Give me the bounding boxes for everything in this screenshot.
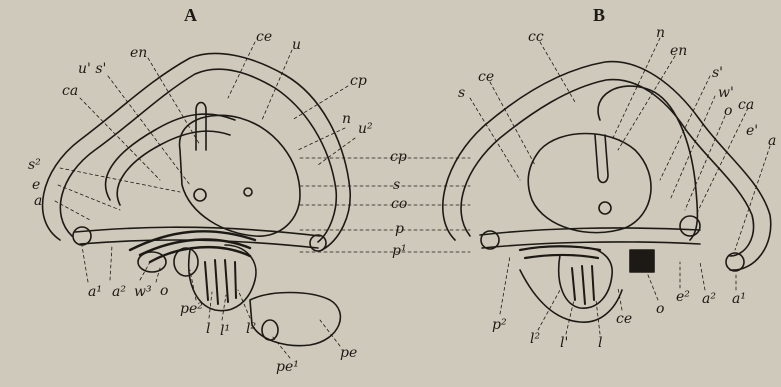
label-a-l1: l¹ [220, 324, 230, 338]
figure-a-ampulla-mid [194, 189, 206, 201]
label-a-u: u [292, 38, 301, 52]
figure-a-leader-lines [55, 42, 355, 358]
label-b-p2: p² [492, 318, 507, 332]
label-b-n: n [656, 26, 665, 40]
label-b-cc: cc [528, 30, 544, 44]
label-b-l2: l² [530, 332, 540, 346]
label-b-o: o [724, 104, 732, 118]
label-a-pe1: pe¹ [276, 360, 299, 374]
label-a-e: e [32, 178, 40, 192]
figure-b-leader-lines [470, 38, 770, 334]
label-b-a2: a² [702, 292, 716, 306]
label-b-s: s [458, 86, 465, 100]
label-a-a1: a¹ [88, 285, 102, 299]
label-a-en: en [130, 46, 147, 60]
figure-a-utricle [180, 115, 300, 236]
figure-b-ampulla-mid [599, 202, 611, 214]
label-a-pe: pe [340, 346, 357, 360]
label-b-e1: e' [746, 124, 758, 138]
figure-a-outer-canal [43, 53, 351, 250]
figure-a-cochlea-lines [205, 260, 236, 304]
label-a-w3: w³ [134, 285, 152, 299]
figure-b-right-canal [598, 86, 697, 240]
figure-a-pouch [250, 293, 340, 346]
label-b-l1: l' [560, 336, 568, 350]
label-b-w1: w' [718, 86, 734, 100]
label-b-a1: a¹ [732, 292, 746, 306]
label-mid-p1: p¹ [392, 244, 407, 258]
label-b-s1: s' [712, 66, 723, 80]
label-mid-co: co [391, 197, 407, 211]
figure-b-horizontal-canal-2 [482, 242, 700, 248]
label-b-ce: ce [478, 70, 494, 84]
figure-a-ampulla-left [73, 227, 91, 245]
label-a-a2: a² [112, 285, 126, 299]
figure-b-horizontal-canal [480, 228, 700, 235]
figure-a-endolymph-duct [196, 103, 206, 151]
label-a-ca: ca [62, 84, 78, 98]
shared-leader-lines [300, 158, 470, 252]
label-b-a: a [768, 134, 776, 148]
figure-b-cochlea-lines [572, 266, 594, 304]
label-b-o2: o [656, 302, 664, 316]
label-a-s2: s² [28, 158, 41, 172]
figure-b-utricle [528, 134, 651, 233]
label-a-u2: u² [358, 122, 373, 136]
label-b-ca: ca [738, 98, 754, 112]
figure-a-round-window [174, 248, 198, 276]
label-b-l: l [598, 336, 602, 350]
label-mid-s: s [393, 178, 400, 192]
label-a-pe2: pe² [180, 302, 203, 316]
figure-b-endolymph-duct [595, 135, 608, 183]
label-b-e2: e² [676, 290, 690, 304]
figure-a-inner-canal-2 [117, 131, 230, 205]
panel-label-a: A [184, 6, 197, 24]
label-a-n: n [342, 112, 351, 126]
label-a-l: l [206, 322, 210, 336]
figure-b-dark-body [630, 250, 654, 272]
label-a-cp: cp [350, 74, 367, 88]
label-a-l2: l² [246, 322, 256, 336]
label-a-ce: ce [256, 30, 272, 44]
label-a-a: a [34, 194, 42, 208]
label-b-ce2: ce [616, 312, 632, 326]
label-a-u1s: u' s' [78, 62, 106, 76]
label-a-o: o [160, 284, 168, 298]
label-b-en: en [670, 44, 687, 58]
label-mid-cp: cp [390, 150, 407, 164]
panel-label-b: B [593, 6, 605, 24]
label-mid-p: p [395, 222, 404, 236]
